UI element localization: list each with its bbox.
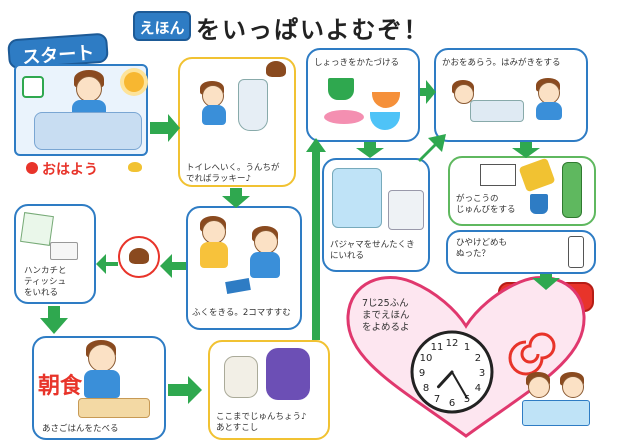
bed-blanket bbox=[34, 112, 142, 150]
arrow-breakfast-slip bbox=[168, 376, 202, 404]
plate-pink bbox=[324, 110, 364, 124]
clock-number: 3 bbox=[479, 368, 485, 379]
picture-book-icon bbox=[522, 400, 590, 426]
arrow-slip-dishes-head bbox=[306, 138, 326, 152]
clock-number: 4 bbox=[475, 383, 481, 394]
step-sunscreen-label: ひやけどめも ぬった？ bbox=[456, 238, 508, 259]
title-badge-text: えほん bbox=[139, 19, 185, 37]
step-school-prep: がっこうの じゅんびをする bbox=[448, 156, 596, 226]
step-pajama: パジャマをせんたくき にいれる bbox=[322, 158, 430, 272]
page-title: をいっぱいよむぞ！ bbox=[196, 16, 430, 44]
step-dishes: しょっきをかたづける bbox=[306, 48, 420, 142]
sun-small-icon bbox=[26, 162, 38, 174]
clock-number: 6 bbox=[449, 398, 455, 409]
sun-icon bbox=[124, 72, 144, 92]
step-handkerchief: ハンカチと ティッシュ をいれる bbox=[14, 204, 96, 304]
step-slip: ここまでじゅんちょう♪ あとすこし bbox=[208, 340, 330, 440]
greeting-text: おはよう bbox=[42, 162, 98, 178]
poop-icon bbox=[129, 248, 149, 264]
goal-message: 7じ25ふん までえほん をよめるよ bbox=[362, 298, 410, 333]
clock-number: 12 bbox=[446, 338, 459, 349]
kid-head bbox=[76, 76, 102, 102]
clock-number: 11 bbox=[431, 342, 444, 353]
breakfast-tray-icon bbox=[78, 398, 150, 418]
step-pajama-label: パジャマをせんたくき にいれる bbox=[330, 240, 415, 261]
pajama-icon bbox=[332, 168, 382, 228]
sink-icon bbox=[470, 100, 524, 122]
alarm-clock-icon bbox=[22, 76, 44, 98]
toilet-icon bbox=[238, 79, 268, 131]
step-sunscreen: ひやけどめも ぬった？ bbox=[446, 230, 596, 274]
tissue-icon bbox=[50, 242, 78, 260]
clock-minute-hand bbox=[451, 371, 468, 399]
arrow-handkerchief-breakfast bbox=[40, 306, 68, 334]
monster-illustration-1 bbox=[224, 356, 258, 398]
arrow-poop-handkerchief bbox=[96, 254, 118, 274]
arrow-wash-school bbox=[512, 142, 540, 158]
clock-number: 1 bbox=[464, 342, 470, 353]
calendar-icon bbox=[480, 164, 516, 186]
arrow-dishes-wash bbox=[420, 80, 436, 104]
reading-kids-illustration bbox=[520, 372, 592, 430]
step-dress-label: ふくをきる。2コマすすむ bbox=[192, 308, 291, 318]
cup-blue-icon bbox=[530, 194, 548, 214]
clock-number: 8 bbox=[423, 383, 429, 394]
poop-badge bbox=[118, 236, 160, 278]
monster-illustration-2 bbox=[266, 348, 310, 400]
step-wash-label: かおをあらう。はみがきをする bbox=[442, 58, 561, 68]
clock-number: 9 bbox=[419, 368, 425, 379]
bowl-orange bbox=[372, 92, 400, 108]
arrow-toilet-dress bbox=[222, 188, 250, 208]
step-dress: ふくをきる。2コマすすむ bbox=[186, 206, 302, 330]
wakeup-illustration bbox=[14, 64, 148, 156]
step-handkerchief-label: ハンカチと ティッシュ をいれる bbox=[24, 266, 67, 298]
step-toilet-label: トイレへいく。うんちが でればラッキー♪ bbox=[186, 163, 280, 184]
washing-machine-icon bbox=[388, 190, 424, 230]
clock-number: 2 bbox=[475, 353, 481, 364]
arrow-sunscreen-goal bbox=[532, 274, 560, 290]
step-wash: かおをあらう。はみがきをする bbox=[434, 48, 588, 142]
step-dishes-label: しょっきをかたづける bbox=[314, 58, 400, 68]
poop-icon bbox=[266, 61, 286, 77]
step-breakfast: あさごはんをたべる bbox=[32, 336, 166, 440]
cup-green bbox=[328, 78, 354, 100]
arrow-slip-dishes-shaft bbox=[312, 150, 320, 340]
sunscreen-bottle-icon bbox=[568, 236, 584, 268]
bird-icon bbox=[128, 162, 142, 172]
clock-number: 5 bbox=[464, 394, 470, 405]
arrow-pajama-wash bbox=[418, 134, 446, 162]
arrow-dishes-pajama bbox=[356, 142, 384, 158]
arrow-start-toilet bbox=[150, 114, 180, 142]
clock-number: 10 bbox=[420, 353, 433, 364]
step-slip-label: ここまでじゅんちょう♪ あとすこし bbox=[216, 412, 307, 433]
water-bottle-icon bbox=[562, 162, 582, 218]
arrow-dress-poop bbox=[160, 254, 186, 278]
step-breakfast-label: あさごはんをたべる bbox=[42, 424, 119, 434]
spiral-icon bbox=[508, 332, 556, 376]
step-school-prep-label: がっこうの じゅんびをする bbox=[456, 194, 516, 215]
clock-hour-hand bbox=[436, 370, 454, 389]
bowl-blue bbox=[370, 112, 400, 130]
step-toilet: トイレへいく。うんちが でればラッキー♪ bbox=[178, 57, 296, 187]
clock-number: 7 bbox=[434, 394, 440, 405]
breakfast-label: 朝食 bbox=[38, 374, 83, 399]
title-badge: えほん bbox=[133, 11, 191, 41]
